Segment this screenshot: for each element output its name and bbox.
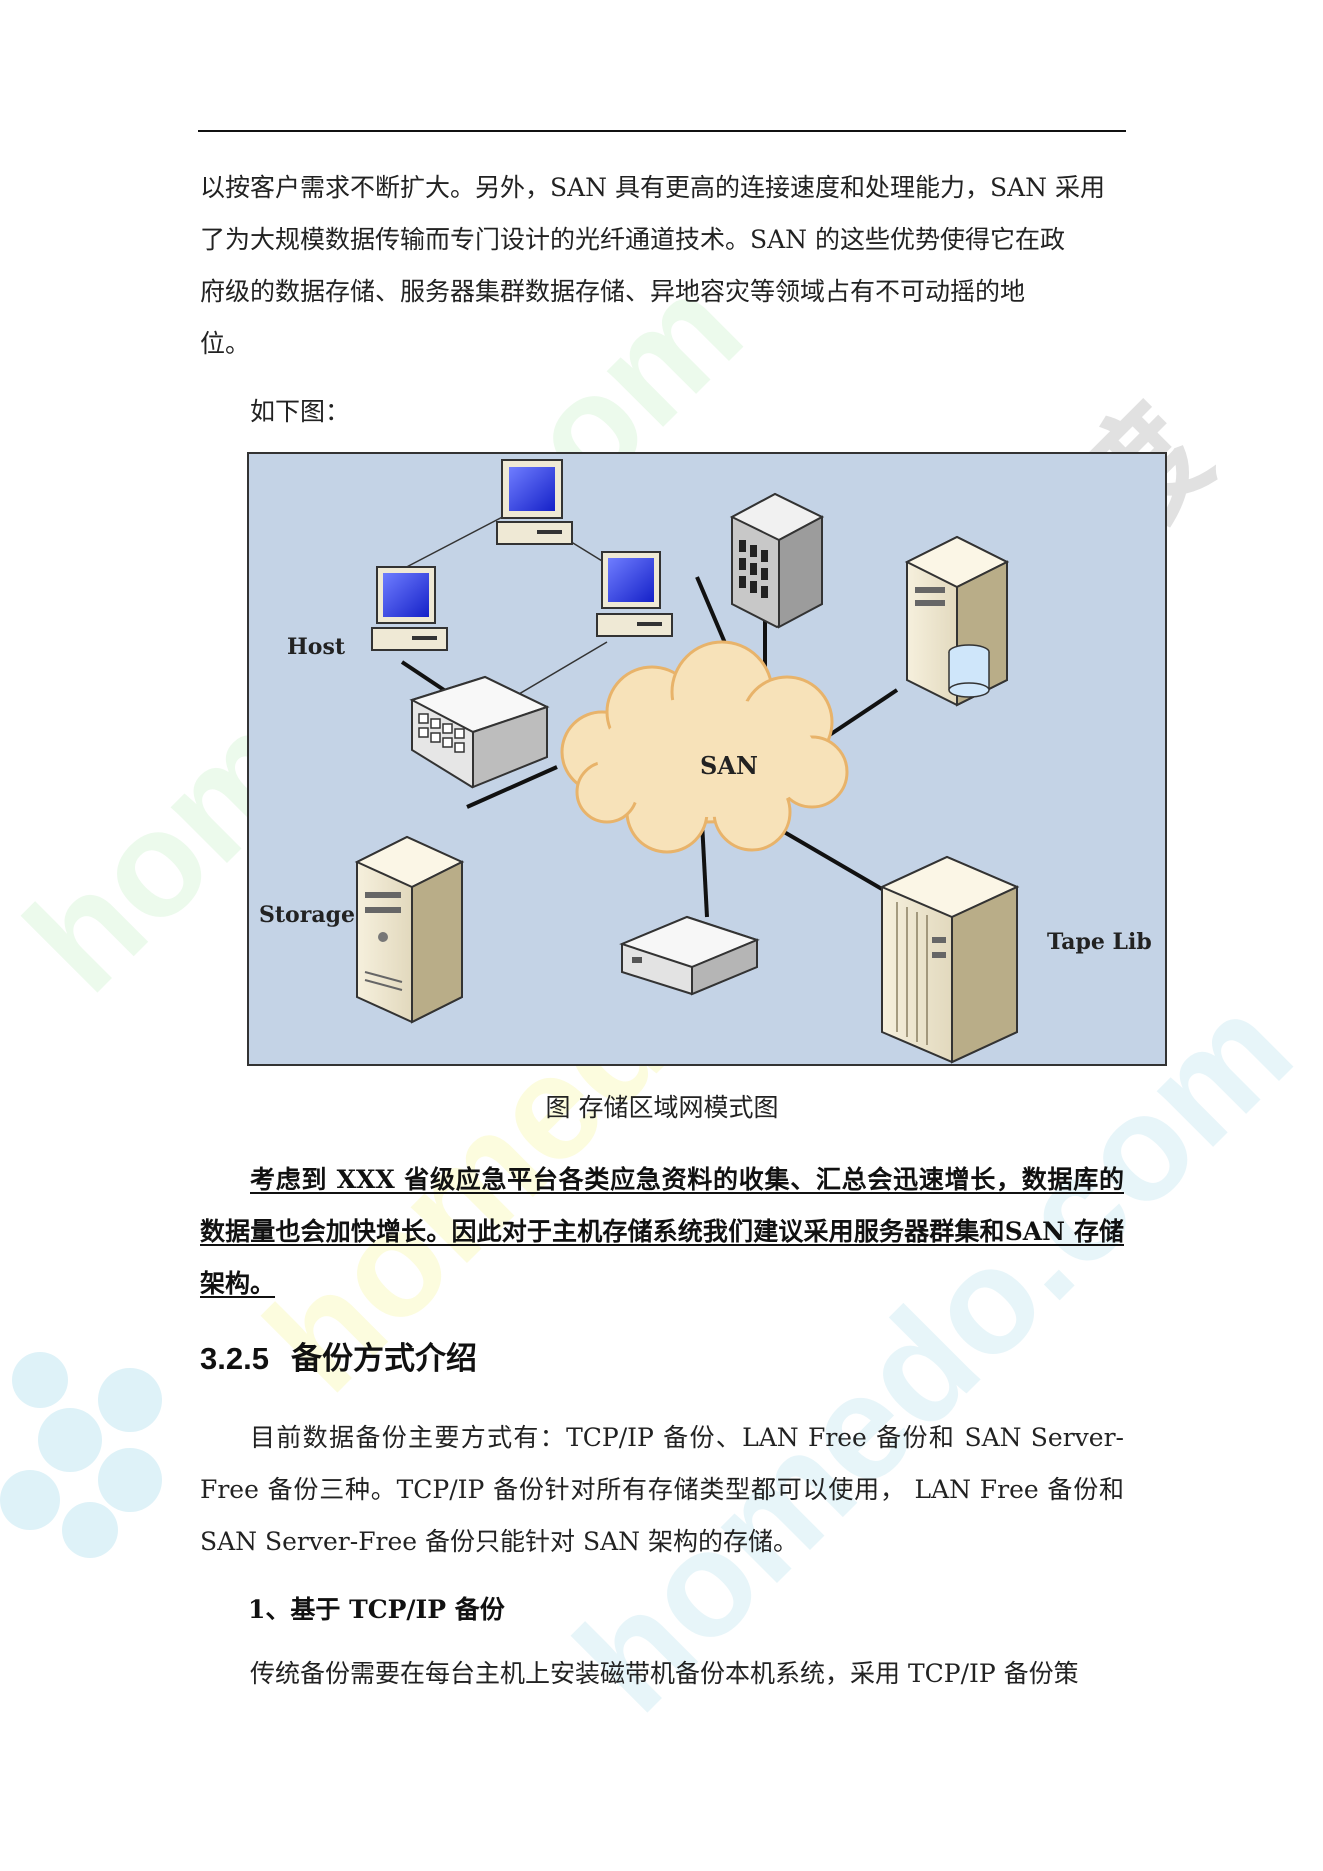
host-pc-icon-top bbox=[496, 459, 573, 545]
section-number: 3.2.5 bbox=[200, 1341, 269, 1376]
figure-intro-text: 如下图： bbox=[250, 397, 351, 426]
san-label: SAN bbox=[700, 751, 758, 780]
intro-paragraph: 以按客户需求不断扩大。另外，SAN 具有更高的连接速度和处理能力，SAN 采用 … bbox=[200, 162, 1124, 370]
host-pc-icon-left bbox=[371, 566, 448, 651]
switch-icon bbox=[409, 675, 550, 789]
host-label: Host bbox=[287, 634, 346, 660]
router-device-icon bbox=[619, 915, 760, 996]
intro-line-2: 了为大规模数据传输而专门设计的光纤通道技术。SAN 的这些优势使得它在政 bbox=[200, 225, 1066, 254]
section-paragraph-text: 目前数据备份主要方式有：TCP/IP 备份、LAN Free 备份和 SAN S… bbox=[200, 1423, 1124, 1556]
database-server-icon bbox=[904, 535, 1010, 707]
intro-line-1: 以按客户需求不断扩大。另外，SAN 具有更高的连接速度和处理能力，SAN 采用 bbox=[200, 173, 1106, 202]
intro-line-4: 位。 bbox=[200, 329, 251, 358]
subsection-paragraph-text: 传统备份需要在每台主机上安装磁带机备份本机系统，采用 TCP/IP 备份策 bbox=[250, 1659, 1079, 1688]
subsection-paragraph: 传统备份需要在每台主机上安装磁带机备份本机系统，采用 TCP/IP 备份策 bbox=[200, 1648, 1124, 1700]
storage-label: Storage bbox=[259, 902, 355, 928]
intro-line-3: 府级的数据存储、服务器集群数据存储、异地容灾等领域占有不可动摇的地 bbox=[200, 277, 1026, 306]
tape-library-icon bbox=[879, 855, 1020, 1064]
tape-lib-label: Tape Lib bbox=[1047, 929, 1152, 955]
recommendation-text: 考虑到 XXX 省级应急平台各类应急资料的收集、汇总会迅速增长，数据库的数据量也… bbox=[200, 1165, 1124, 1298]
recommendation-paragraph: 考虑到 XXX 省级应急平台各类应急资料的收集、汇总会迅速增长，数据库的数据量也… bbox=[200, 1154, 1124, 1310]
figure-intro: 如下图： bbox=[200, 386, 1124, 438]
section-heading: 3.2.5 备份方式介绍 bbox=[200, 1336, 477, 1382]
subsection-heading: 1、基于 TCP/IP 备份 bbox=[248, 1595, 505, 1624]
san-diagram: SAN bbox=[247, 452, 1167, 1066]
section-title: 备份方式介绍 bbox=[290, 1341, 477, 1376]
host-pc-icon-right bbox=[596, 551, 673, 637]
section-paragraph: 目前数据备份主要方式有：TCP/IP 备份、LAN Free 备份和 SAN S… bbox=[200, 1412, 1124, 1568]
figure-caption: 图 存储区域网模式图 bbox=[545, 1093, 779, 1122]
building-server-icon bbox=[729, 492, 825, 629]
header-rule bbox=[198, 130, 1126, 132]
storage-server-icon bbox=[354, 835, 465, 1024]
